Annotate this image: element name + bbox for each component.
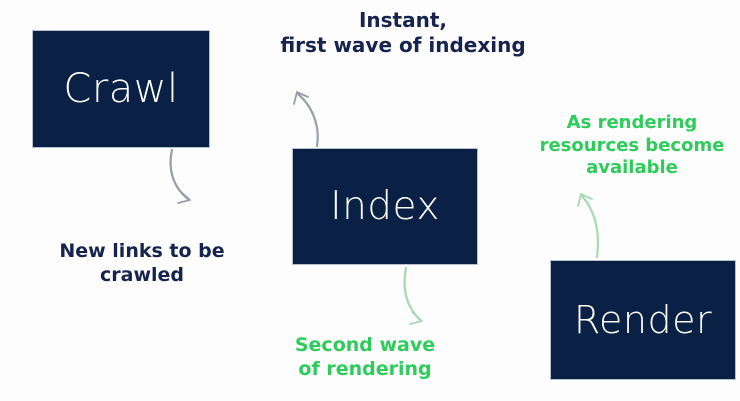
connector-render-to-resources-icon: [577, 193, 600, 259]
stage-box-crawl: Crawl: [32, 30, 210, 148]
caption-second-wave-of-rendering: Second wave of rendering: [294, 334, 436, 380]
stage-box-render: Render: [550, 260, 736, 380]
stage-label-render: Render: [573, 298, 713, 342]
caption-as-rendering-resources-become-available: As rendering resources become available: [539, 112, 725, 178]
connector-crawl-to-new-links-icon: [169, 148, 191, 204]
caption-instant-first-wave: Instant, first wave of indexing: [280, 8, 526, 57]
stage-label-index: Index: [330, 184, 440, 229]
stage-label-crawl: Crawl: [63, 66, 179, 112]
stage-box-index: Index: [292, 148, 478, 265]
connector-index-to-second-wave-icon: [403, 266, 423, 325]
connector-instant-to-index-icon: [293, 91, 319, 148]
caption-new-links-to-be-crawled: New links to be crawled: [59, 240, 225, 286]
